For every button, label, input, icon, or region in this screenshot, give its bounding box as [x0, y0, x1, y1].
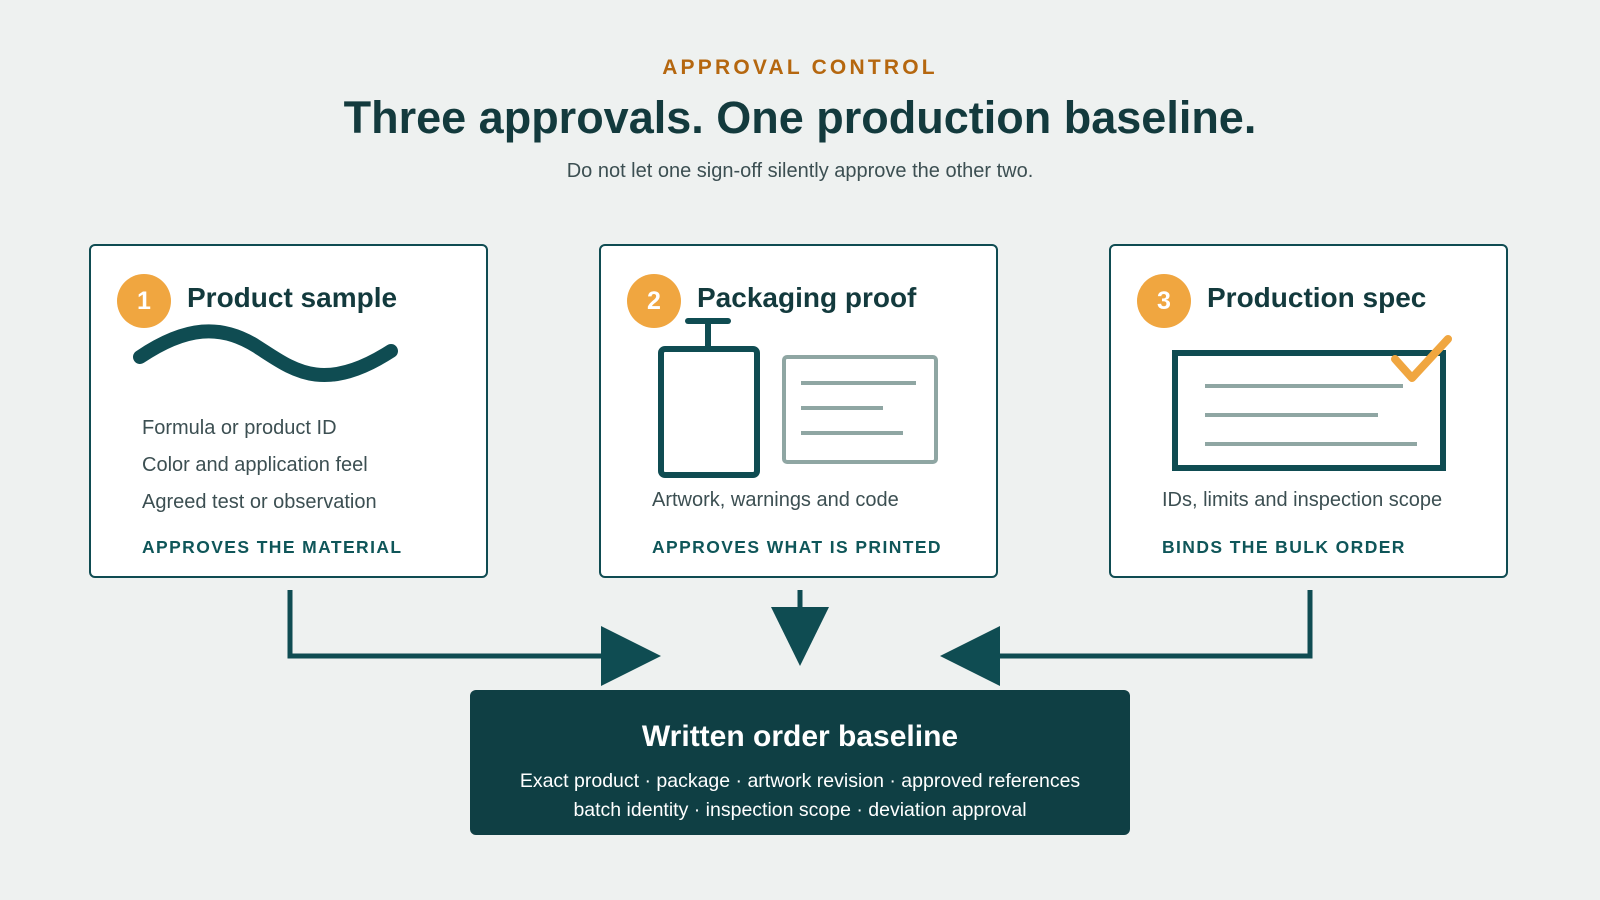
card-footer-label: APPROVES THE MATERIAL [142, 537, 403, 557]
card-packaging-proof: 2 Packaging proof Artwork, warnings and … [599, 244, 998, 578]
step-badge-2: 2 [627, 274, 681, 328]
card-description: Artwork, warnings and code [652, 489, 899, 511]
label-card-icon [782, 355, 938, 464]
baseline-items-line-1: Exact product · package · artwork revisi… [519, 770, 1081, 792]
card-product-sample: 1 Product sample Formula or product ID C… [89, 244, 488, 578]
bottle-and-label-icon [658, 318, 938, 478]
arrow-from-production-spec [940, 590, 1313, 686]
page-subtitle: Do not let one sign-off silently approve… [566, 160, 1034, 182]
swoosh-icon [133, 324, 398, 383]
baseline-title: Written order baseline [641, 720, 959, 753]
card-title-packaging-proof: Packaging proof [697, 282, 917, 313]
page-title: Three approvals. One production baseline… [343, 92, 1257, 143]
eyebrow-label: APPROVAL CONTROL [662, 56, 938, 79]
card-footer-label: APPROVES WHAT IS PRINTED [652, 537, 942, 557]
card-description: IDs, limits and inspection scope [1162, 489, 1443, 511]
step-badge-3: 3 [1137, 274, 1191, 328]
card-title-product-sample: Product sample [187, 282, 398, 313]
card-bullet-list: Formula or product ID Color and applicat… [142, 410, 377, 521]
step-badge-1: 1 [117, 274, 171, 328]
bottle-icon [658, 318, 760, 478]
checked-document-icon [1172, 335, 1452, 471]
written-order-baseline: Written order baseline Exact product · p… [470, 690, 1130, 835]
card-title-production-spec: Production spec [1207, 282, 1427, 313]
list-item: Formula or product ID [142, 417, 337, 439]
checkmark-icon [1391, 335, 1452, 382]
card-production-spec: 3 Production spec IDs, limits and inspec… [1109, 244, 1508, 578]
list-item: Color and application feel [142, 454, 368, 476]
card-footer-label: BINDS THE BULK ORDER [1162, 537, 1406, 557]
baseline-items-line-2: batch identity · inspection scope · devi… [573, 799, 1027, 821]
arrow-from-product-sample [287, 590, 661, 686]
arrow-from-packaging-proof [771, 590, 829, 666]
list-item: Agreed test or observation [142, 491, 377, 513]
